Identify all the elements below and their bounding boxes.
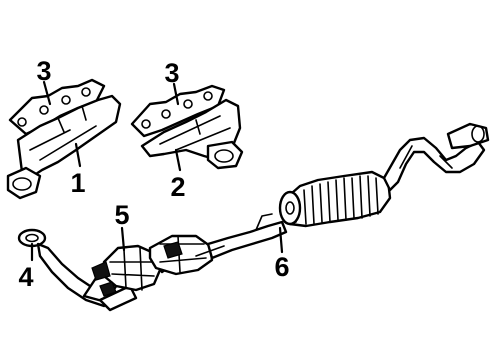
callout-2: 2	[170, 172, 185, 202]
leader-line-2	[174, 148, 182, 172]
muffler-inlet	[285, 201, 295, 215]
gasket-port	[203, 91, 213, 101]
muffler-assembly	[278, 122, 490, 228]
callout-1: 1	[70, 168, 85, 198]
gasket-port	[17, 117, 27, 127]
callout-3-left: 3	[36, 56, 51, 86]
gasket-port	[183, 99, 193, 109]
leader-line-5	[120, 226, 126, 252]
leader-line-3a	[42, 80, 52, 106]
gasket-port	[161, 109, 171, 119]
catalytic-converter-assembly	[36, 213, 288, 312]
tailpipe-seam	[399, 145, 453, 169]
manifold-outlet-left	[6, 166, 42, 200]
intermediate-pipe	[206, 220, 288, 260]
converter-bracket	[163, 241, 183, 259]
front-pipe-flange	[17, 228, 47, 248]
muffler-end-cap	[278, 190, 302, 226]
leader-line-3b	[172, 82, 180, 106]
gasket-port	[61, 95, 71, 105]
callout-4: 4	[18, 262, 33, 292]
gasket-port	[39, 105, 49, 115]
pipe-hanger	[255, 213, 273, 231]
callout-5: 5	[114, 200, 129, 230]
manifold-rib	[159, 115, 231, 151]
manifold-rib	[29, 105, 97, 161]
exhaust-manifold-left	[6, 78, 122, 200]
callout-3-right: 3	[164, 58, 179, 88]
callout-6: 6	[274, 252, 289, 282]
y-pipe-branch	[98, 284, 138, 312]
gasket-port	[141, 119, 151, 129]
outlet-port	[12, 177, 32, 191]
converter-rear	[148, 234, 214, 276]
gasket-port	[81, 87, 91, 97]
manifold-outlet-right	[206, 140, 244, 170]
leader-line-1	[74, 142, 82, 168]
converter-seam	[109, 247, 155, 291]
heat-shield	[91, 261, 111, 281]
pipe-seam	[195, 245, 225, 257]
tailpipe-outlet	[471, 125, 485, 143]
converter-body	[102, 244, 162, 292]
leader-line-6	[278, 226, 284, 254]
outlet-port	[214, 149, 234, 163]
exhaust-manifold-right	[130, 84, 244, 170]
flange-hole	[25, 233, 39, 243]
heat-shield	[99, 281, 117, 297]
manifold-gasket-right	[130, 84, 226, 138]
